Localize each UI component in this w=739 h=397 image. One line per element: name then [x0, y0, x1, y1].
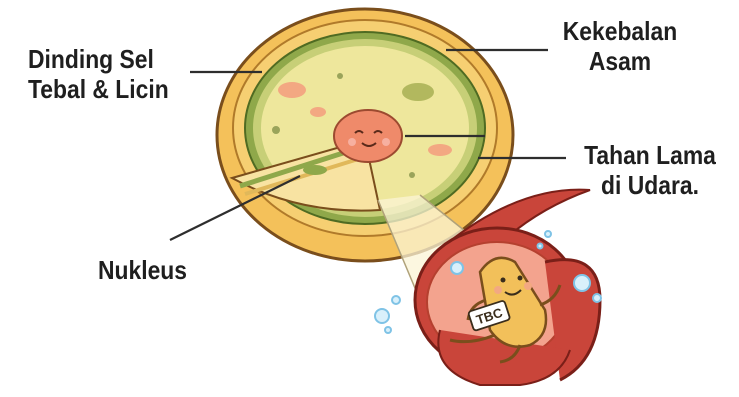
label-cell-wall: Dinding Sel Tebal & Licin	[28, 44, 169, 104]
label-acid-resistance-line1: Kekebalan	[554, 16, 686, 46]
granule	[402, 83, 434, 101]
bubble	[574, 275, 590, 291]
bubble	[385, 327, 391, 333]
label-nucleus: Nukleus	[98, 255, 187, 285]
bubble	[545, 231, 551, 237]
bubble	[392, 296, 400, 304]
granule	[310, 107, 326, 117]
bubble	[451, 262, 463, 274]
bubble	[593, 294, 601, 302]
label-acid-resistance-line2: Asam	[554, 46, 686, 76]
label-air-survival: Tahan Lama di Udara.	[575, 140, 725, 200]
label-nucleus-text: Nukleus	[98, 255, 187, 285]
nucleus	[334, 110, 402, 162]
label-cell-wall-line1: Dinding Sel	[28, 44, 169, 74]
label-air-survival-line1: Tahan Lama	[575, 140, 725, 170]
bubble	[538, 244, 543, 249]
label-acid-resistance: Kekebalan Asam	[554, 16, 686, 76]
granule	[428, 144, 452, 156]
bubble	[375, 309, 389, 323]
granule	[278, 82, 306, 98]
granule	[303, 165, 327, 175]
label-cell-wall-line2: Tebal & Licin	[28, 74, 169, 104]
label-air-survival-line2: di Udara.	[575, 170, 725, 200]
